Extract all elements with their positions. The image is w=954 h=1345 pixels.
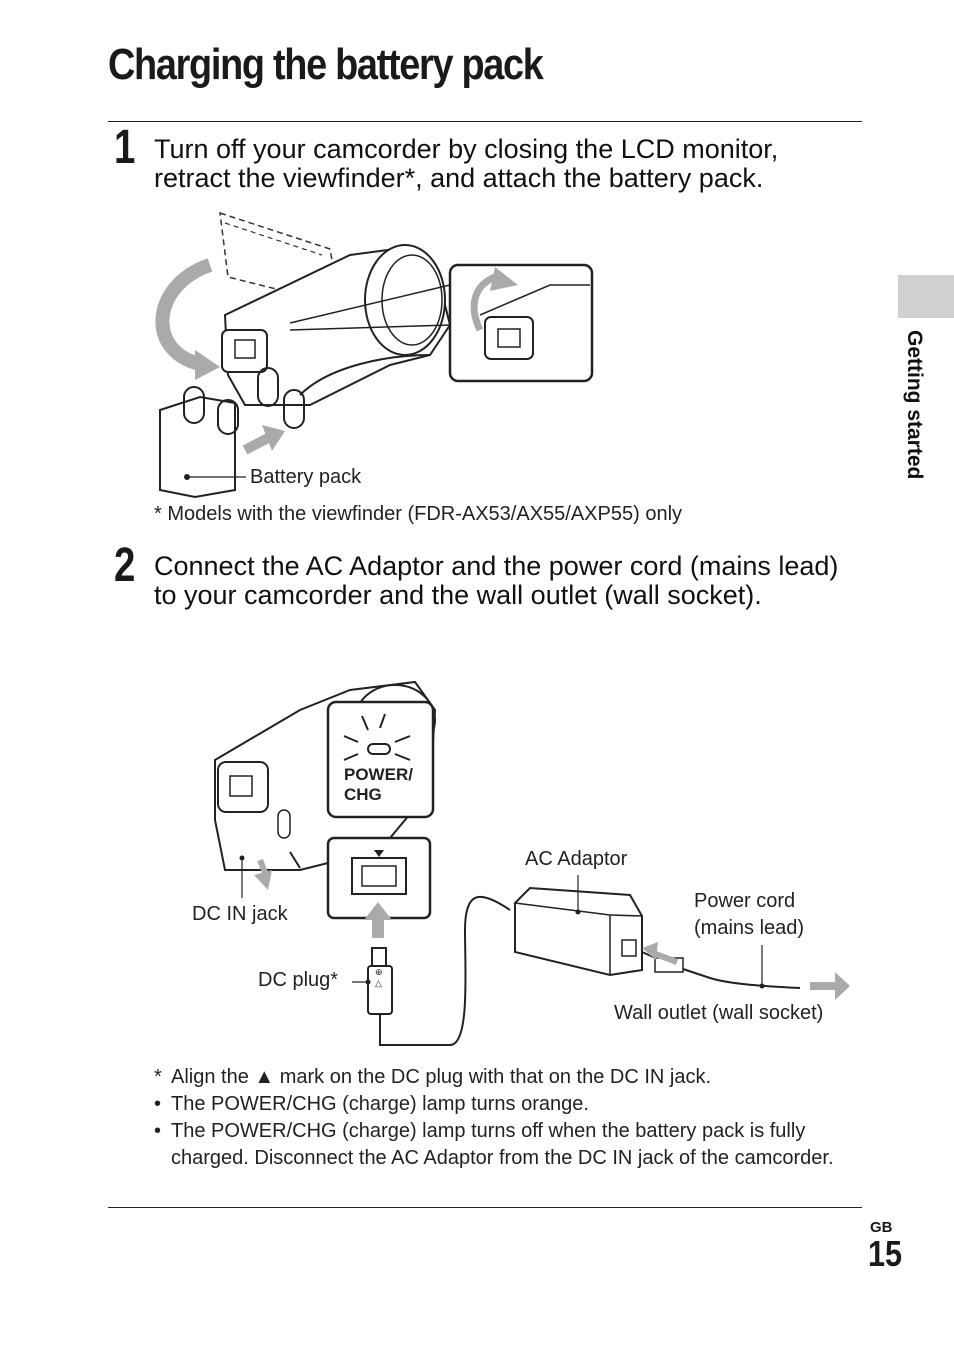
step-2-text: Connect the AC Adaptor and the power cor… xyxy=(154,551,839,610)
step-1-text: Turn off your camcorder by closing the L… xyxy=(154,134,779,193)
power-cord xyxy=(641,951,801,989)
section-side-label: Getting started xyxy=(878,330,938,500)
page-title: Charging the battery pack xyxy=(108,40,544,89)
power-label: POWER/ xyxy=(344,765,413,784)
step-1-footnote: * Models with the viewfinder (FDR-AX53/A… xyxy=(154,503,683,525)
section-tab-marker xyxy=(898,275,954,318)
step-1-number: 1 xyxy=(114,121,136,174)
ac-adaptor-connection-illustration: POWER/ CHG ⊕ △ AC Adaptor Power cord (ma… xyxy=(192,680,850,1046)
svg-text:△: △ xyxy=(375,978,382,988)
svg-text:⊕: ⊕ xyxy=(375,967,383,977)
battery-pack-label: Battery pack xyxy=(250,466,362,488)
title-rule xyxy=(108,121,862,122)
note-text: The POWER/CHG (charge) lamp turns orange… xyxy=(171,1093,589,1115)
power-cord-label-line2: (mains lead) xyxy=(694,917,804,939)
note-marker: • xyxy=(154,1093,162,1115)
note-text: The POWER/CHG (charge) lamp turns off wh… xyxy=(171,1120,834,1169)
footer-rule xyxy=(108,1207,862,1208)
note-marker: • xyxy=(154,1120,162,1142)
region-code: GB xyxy=(870,1219,893,1236)
power-chg-lamp-inset xyxy=(326,700,435,819)
note-text: Align the ▲ mark on the DC plug with tha… xyxy=(171,1066,712,1088)
section-label-text: Getting started xyxy=(903,330,926,480)
note-marker: * xyxy=(154,1066,162,1088)
battery-attach-illustration: Battery pack xyxy=(155,211,594,499)
notes-list: * Align the ▲ mark on the DC plug with t… xyxy=(154,1064,860,1172)
page-number: 15 xyxy=(868,1233,903,1274)
lens-barrel xyxy=(364,244,446,356)
rotate-arrow xyxy=(155,258,213,372)
wall-outlet-label: Wall outlet (wall socket) xyxy=(614,1002,823,1024)
dc-plug-label: DC plug* xyxy=(258,969,338,991)
wall-outlet-arrow xyxy=(810,972,850,1000)
dc-in-jack-label: DC IN jack xyxy=(192,903,289,925)
step-2-number: 2 xyxy=(114,539,136,592)
battery-pack xyxy=(159,395,236,499)
chg-label: CHG xyxy=(344,785,382,804)
power-chg-lamp xyxy=(367,743,391,755)
note-item: • The POWER/CHG (charge) lamp turns off … xyxy=(154,1118,860,1172)
power-cord-label-line1: Power cord xyxy=(694,890,795,912)
note-item: • The POWER/CHG (charge) lamp turns oran… xyxy=(154,1091,860,1118)
ac-adaptor-label: AC Adaptor xyxy=(525,848,628,870)
note-item: * Align the ▲ mark on the DC plug with t… xyxy=(154,1064,860,1091)
